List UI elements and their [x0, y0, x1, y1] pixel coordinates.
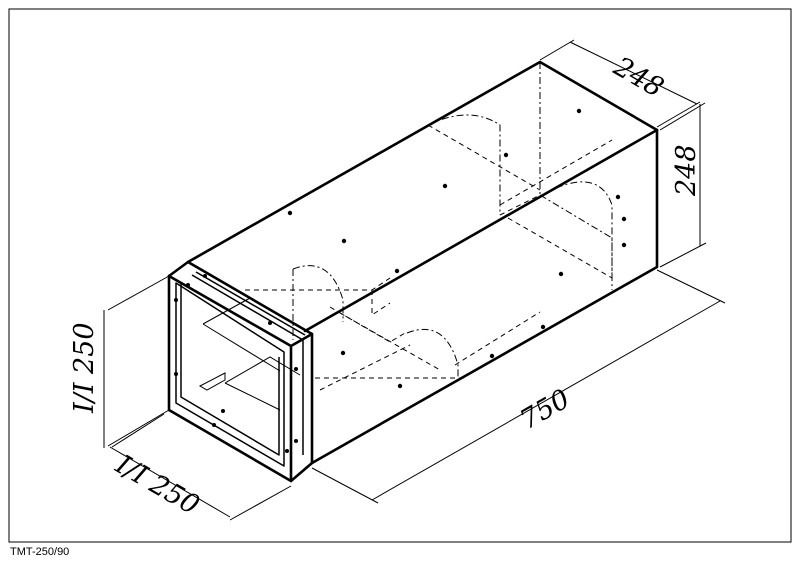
drawing-frame	[8, 8, 792, 543]
duct-box	[186, 60, 659, 465]
dim-top-width: 248	[608, 51, 669, 104]
dimension-lines	[103, 39, 726, 521]
dim-top-height: 248	[671, 144, 702, 197]
dim-length: 750	[515, 383, 575, 436]
model-code-label: TMT-250/90	[10, 546, 70, 558]
internal-baffles	[245, 114, 613, 391]
mounting-holes	[174, 108, 627, 453]
dim-inlet-height: I/I 250	[69, 322, 100, 414]
dim-inlet-width: I/I 250	[110, 449, 205, 522]
inlet-flange	[167, 260, 314, 483]
